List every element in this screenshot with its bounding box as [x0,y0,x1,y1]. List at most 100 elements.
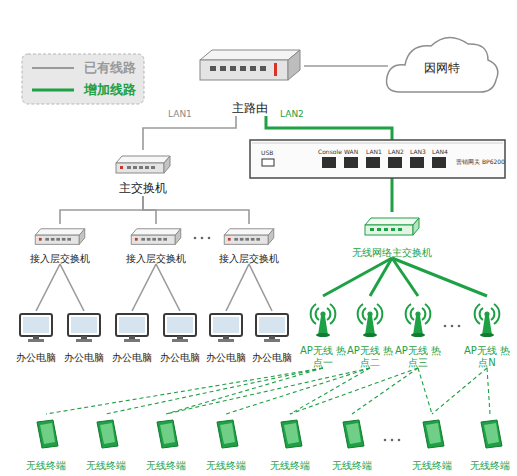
network-link [370,258,392,296]
gateway-port [388,157,402,168]
network-link [166,368,370,414]
legend-box [22,54,144,104]
node-label: 主路由 [232,102,268,116]
network-link [304,65,388,67]
ap-node: AP无线 热点N [459,296,515,368]
terminal-icon [217,420,238,448]
network-link [432,368,487,414]
switch-icon [116,156,170,173]
node-label: AP无线 热点二 [342,345,398,368]
network-link [143,196,249,224]
terminal-icon [281,420,302,448]
pc-icon [256,314,288,342]
pc-icon [20,314,52,342]
ap-icon [311,304,336,337]
network-link [249,264,272,311]
ellipsis-dot [398,439,401,442]
network-link [46,368,323,414]
ap-icon [358,304,383,337]
router-mark [274,63,277,76]
network-link [323,258,392,296]
network-link [226,264,249,311]
pc-node: 办公电脑 [62,311,106,363]
terminal-icon [97,420,118,448]
ellipsis-dot [458,325,461,328]
network-link [392,258,487,296]
node-label: 主交换机 [119,182,167,196]
legend-line-existing [32,67,74,69]
access-switch-node: 接入层交换机 [16,224,104,264]
network-link [143,116,236,150]
ellipsis-dot [201,237,204,240]
device-label: LAN4 [432,149,448,155]
node-label: 办公电脑 [16,352,56,364]
legend-text: 已有线路 [84,61,136,74]
node-label: 办公电脑 [160,352,200,364]
device-label: WAN [344,149,358,155]
node-label: 接入层交换机 [126,253,186,265]
network-link [226,368,370,414]
node-label: 无线终端 [86,460,126,472]
node-label: 无线终端 [26,460,66,472]
cloud-node: 因网特 [388,46,496,92]
device-label: LAN3 [410,149,426,155]
gateway-edge [252,143,503,144]
link-label: LAN1 [168,110,192,119]
access-switch-node: 接入层交换机 [112,224,200,264]
router-front [200,60,288,80]
node-label: AP无线 热点N [459,345,515,368]
cloud-shape [387,37,498,92]
router-top [200,50,300,60]
ellipsis-dot [391,439,394,442]
terminal-node: 无线终端 [327,414,377,471]
node-label: 接入层交换机 [219,253,279,265]
ap-node: AP无线 热点一 [295,296,351,368]
gateway-port [344,157,358,168]
network-link [290,368,370,414]
pc-icon [116,314,148,342]
node-label: 因网特 [424,62,460,76]
pc-node: 办公电脑 [204,311,248,363]
gateway-port [322,157,336,168]
terminal-node: 无线终端 [407,414,457,471]
network-link [290,368,418,414]
router-port [220,66,226,71]
network-link [166,368,323,414]
ap-node: AP无线 热点二 [342,296,398,368]
pc-node: 办公电脑 [158,311,202,363]
gateway-body [250,140,505,178]
node-label: 无线终端 [470,460,510,472]
switch-icon [131,229,181,245]
ellipsis-dot [208,237,211,240]
terminal-node: 无线终端 [465,414,515,471]
access-switch-node: 接入层交换机 [205,224,293,264]
router-port [260,66,266,71]
terminal-node: 无线终端 [21,414,71,471]
legend-line-added [32,89,74,92]
network-link [156,264,180,311]
node-label: 接入层交换机 [30,253,90,265]
switch-node: 主交换机 [98,150,188,196]
terminal-icon [423,420,444,448]
node-label: 无线终端 [146,460,186,472]
usb-port [262,159,274,166]
node-label: 办公电脑 [64,352,104,364]
pc-node: 办公电脑 [110,311,154,363]
ap-icon [406,304,431,337]
gateway-port [366,157,380,168]
node-label: 无线终端 [206,460,246,472]
ap-icon [475,304,500,337]
device-label: Console [318,149,342,155]
network-link [60,264,84,311]
ellipsis-dot [384,439,387,442]
terminal-icon [157,420,178,448]
router-port [230,66,236,71]
ellipsis-dot [451,325,454,328]
router-port [240,66,246,71]
network-link [132,264,156,311]
gateway-port [410,157,424,168]
router-port [210,66,216,71]
wireless-switch-icon [365,218,419,235]
